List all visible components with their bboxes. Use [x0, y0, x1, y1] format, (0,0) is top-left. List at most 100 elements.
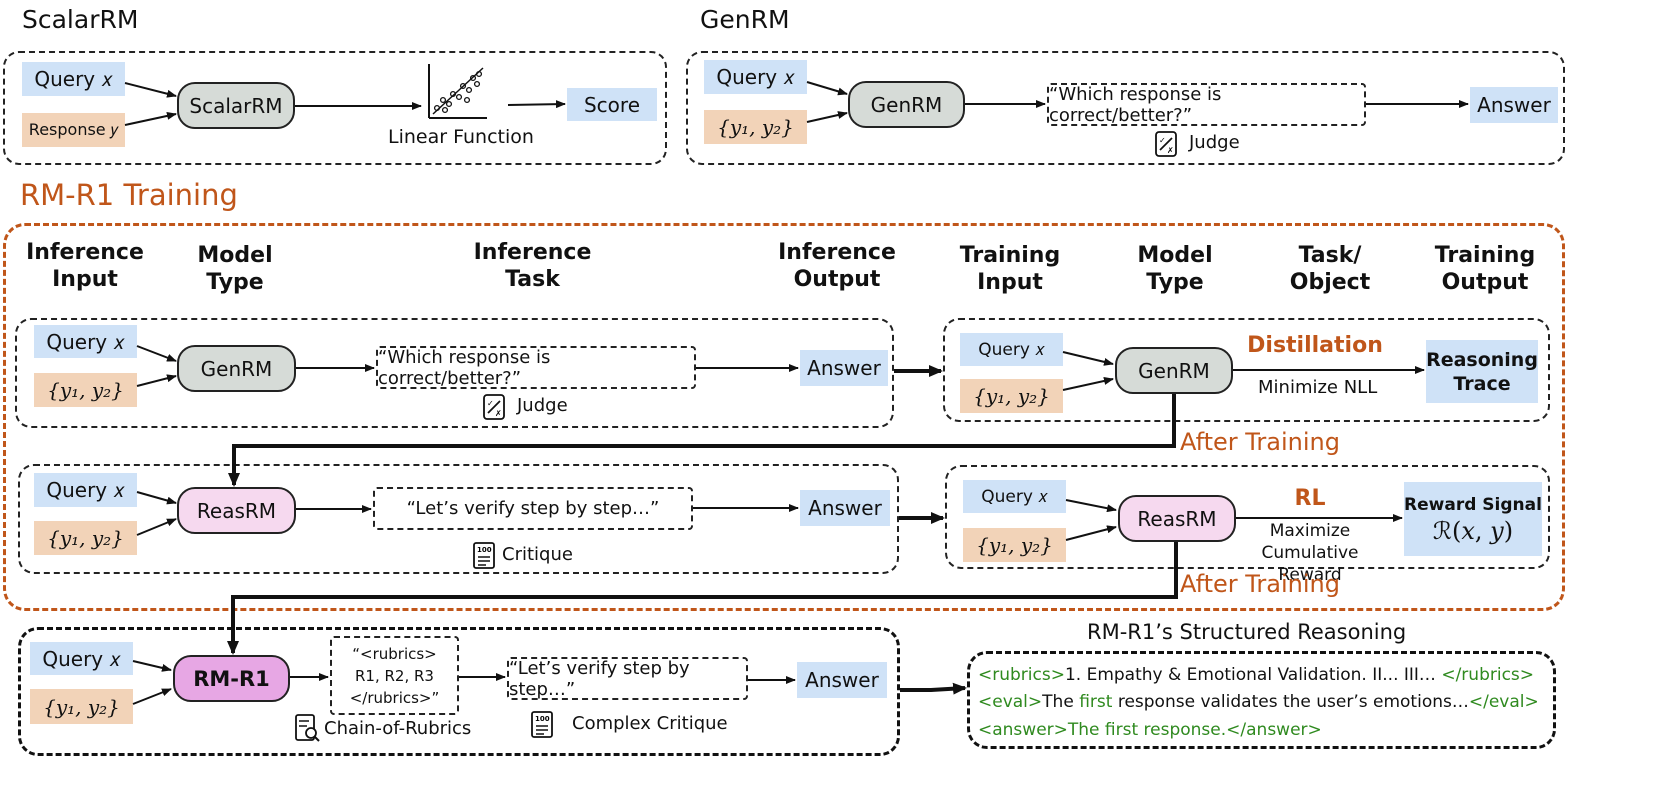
after-training-label-1: After Training: [1180, 428, 1340, 456]
scalar-response-input: Response 𝑦: [22, 113, 125, 147]
svg-text:✓: ✓: [487, 399, 494, 408]
scalarrm-panel: [3, 51, 667, 165]
scalar-query-input: Query 𝑥: [22, 62, 125, 96]
svg-text:100: 100: [477, 546, 492, 554]
header-inference-output: Inference Output: [778, 240, 896, 292]
training-title: RM-R1 Training: [20, 178, 238, 212]
eval-open-tag: <eval>: [978, 692, 1043, 712]
maximize-label: Maximize: [1269, 521, 1351, 541]
eval-text-b: response validates the user’s emotions…: [1112, 692, 1469, 712]
reward-signal-output: Reward Signal ℛ(𝑥, 𝑦): [1404, 482, 1542, 556]
row2-query-input: Query 𝑥: [34, 473, 137, 507]
rubrics-close-tag: </rubrics>: [1441, 665, 1535, 685]
judge-icon: ✓✗: [483, 394, 505, 424]
row1-answer-output: Answer: [800, 350, 888, 386]
arrow-to-structured-reasoning: [900, 682, 967, 695]
reward-signal-title: Reward Signal: [1404, 495, 1542, 515]
row1-inference-panel: [15, 318, 894, 428]
sr-line-answer: <answer>The first response.</answer>: [978, 720, 1322, 740]
score-output: Score: [567, 88, 657, 121]
row2-pair-input: {𝑦₁, 𝑦₂}: [34, 521, 137, 555]
row2-verify-prompt: “Let’s verify step by step…”: [373, 487, 693, 530]
judge-icon: ✓✗: [1155, 131, 1177, 161]
chain-of-rubrics-label: Chain-of-Rubrics: [324, 718, 472, 739]
arrow-scalar-score: [507, 100, 566, 109]
distillation-label: Distillation: [1247, 333, 1383, 358]
row2-inference-panel: [18, 464, 899, 574]
row2-train-pair-input: {𝑦₁, 𝑦₂}: [963, 528, 1066, 562]
svg-text:100: 100: [535, 715, 550, 723]
genrm-node: GenRM: [848, 81, 965, 128]
which-response-prompt: “Which response is correct/better?”: [1047, 83, 1366, 126]
linear-function-label: Linear Function: [388, 126, 534, 148]
header-training-output: Training Output: [1434, 243, 1536, 295]
svg-text:✗: ✗: [495, 409, 502, 418]
row1-genrm-node: GenRM: [177, 345, 296, 392]
header-model-type-2: Model Type: [1137, 243, 1213, 295]
answer-close-tag: </answer>: [1226, 720, 1322, 740]
rl-label: RL: [1294, 486, 1326, 511]
genrm-title: GenRM: [700, 5, 790, 34]
arrow-r2-pair: [136, 518, 177, 536]
rm-r1-inference-panel: [18, 627, 900, 756]
reward-formula: ℛ(𝑥, 𝑦): [1432, 517, 1514, 545]
row2-critique-label: Critique: [502, 544, 573, 565]
rmr1-query-input: Query 𝑥: [30, 642, 133, 675]
arrow-rmr1-pair: [132, 688, 172, 705]
row1-train-genrm-node: GenRM: [1115, 347, 1233, 394]
eval-first: first: [1079, 692, 1113, 712]
header-model-type: Model Type: [197, 243, 273, 295]
rubrics-prompt: “<rubrics> R1, R2, R3 </rubrics>”: [330, 636, 459, 715]
arrow-r2-query: [136, 491, 177, 505]
arrow-r1-query: [136, 345, 177, 362]
row2-train-reasrm-node: ReasRM: [1118, 495, 1236, 542]
answer-text: The first response.: [1067, 720, 1227, 740]
row2-train-query-input: Query 𝑥: [963, 480, 1066, 513]
row2-answer-output: Answer: [800, 490, 890, 526]
row2-reasrm-node: ReasRM: [177, 487, 296, 534]
arrow-r1t-query: [1062, 351, 1114, 366]
arrow-gen-pair: [806, 111, 848, 123]
minimize-nll-label: Minimize NLL: [1258, 377, 1378, 398]
rubrics-line-2: R1, R2, R3: [355, 666, 434, 685]
svg-text:✓: ✓: [1159, 136, 1166, 145]
rmr1-pair-input: {𝑦₁, 𝑦₂}: [30, 689, 133, 724]
header-inference-input: Inference Input: [26, 240, 144, 292]
rm-r1-node: RM-R1: [173, 655, 290, 702]
row1-which-response-prompt: “Which response is correct/better?”: [376, 346, 696, 389]
rmr1-answer-output: Answer: [797, 662, 887, 698]
cumulative-reward-label: Cumulative Reward: [1261, 543, 1359, 585]
arrow-r2t-pair: [1065, 525, 1117, 541]
rubrics-line-3: </rubrics>”: [349, 688, 440, 707]
structured-reasoning-panel: [967, 651, 1556, 749]
row1-train-query-input: Query 𝑥: [960, 333, 1063, 366]
answer-open-tag: <answer>: [978, 720, 1068, 740]
critique-icon: 100: [473, 542, 495, 573]
reasoning-trace-output: Reasoning Trace: [1426, 340, 1538, 403]
genrm-panel: [686, 51, 1565, 165]
row1-query-input: Query 𝑥: [34, 325, 137, 358]
eval-close-tag: </eval>: [1468, 692, 1539, 712]
rmr1-verify-prompt: “Let’s verify step by step…”: [507, 657, 748, 700]
critique-icon: 100: [531, 711, 553, 742]
arrow-r1-pair: [136, 374, 177, 387]
row1-pair-input: {𝑦₁, 𝑦₂}: [34, 373, 137, 407]
gen-query-input: Query 𝑥: [704, 60, 807, 94]
row1-train-pair-input: {𝑦₁, 𝑦₂}: [960, 379, 1063, 413]
header-inference-task: Inference Task: [473, 240, 592, 292]
svg-text:✗: ✗: [1167, 146, 1174, 155]
rl-objective-label: Maximize Cumulative Reward: [1230, 520, 1390, 586]
sr-line-rubrics: <rubrics>1. Empathy & Emotional Validati…: [978, 665, 1534, 685]
arrow-scalar-response: [124, 111, 177, 126]
training-panel: [3, 223, 1565, 611]
arrow-rmr1-query: [132, 660, 172, 672]
header-training-input: Training Input: [959, 243, 1061, 295]
arrow-r2t-query: [1065, 499, 1117, 513]
eval-text-a: The: [1042, 692, 1080, 712]
structured-reasoning-title: RM-R1’s Structured Reasoning: [1087, 620, 1407, 644]
scalarrm-title: ScalarRM: [22, 5, 139, 34]
rubrics-text: 1. Empathy & Emotional Validation. II...…: [1064, 665, 1436, 685]
complex-critique-label: Complex Critique: [572, 713, 728, 734]
